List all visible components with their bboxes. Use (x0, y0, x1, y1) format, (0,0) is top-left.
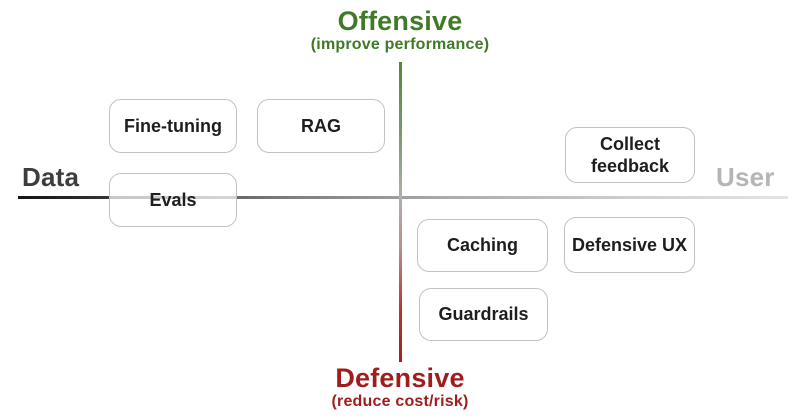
box-evals: Evals (109, 173, 237, 227)
vertical-axis-line (399, 62, 402, 362)
axis-subtitle-offensive: (improve performance) (310, 36, 490, 53)
box-guardrails: Guardrails (419, 288, 548, 341)
axis-title-user: User (716, 162, 775, 192)
axis-subtitle-defensive: (reduce cost/risk) (331, 393, 469, 410)
horizontal-axis-line (18, 196, 788, 199)
axis-title-offensive: Offensive (337, 6, 463, 36)
box-caching: Caching (417, 219, 548, 272)
box-rag: RAG (257, 99, 385, 153)
axis-title-defensive: Defensive (335, 363, 465, 393)
box-collect-feedback: Collect feedback (565, 127, 695, 183)
box-fine-tuning: Fine-tuning (109, 99, 237, 153)
axis-title-data: Data (22, 162, 80, 192)
box-defensive-ux: Defensive UX (564, 217, 695, 273)
